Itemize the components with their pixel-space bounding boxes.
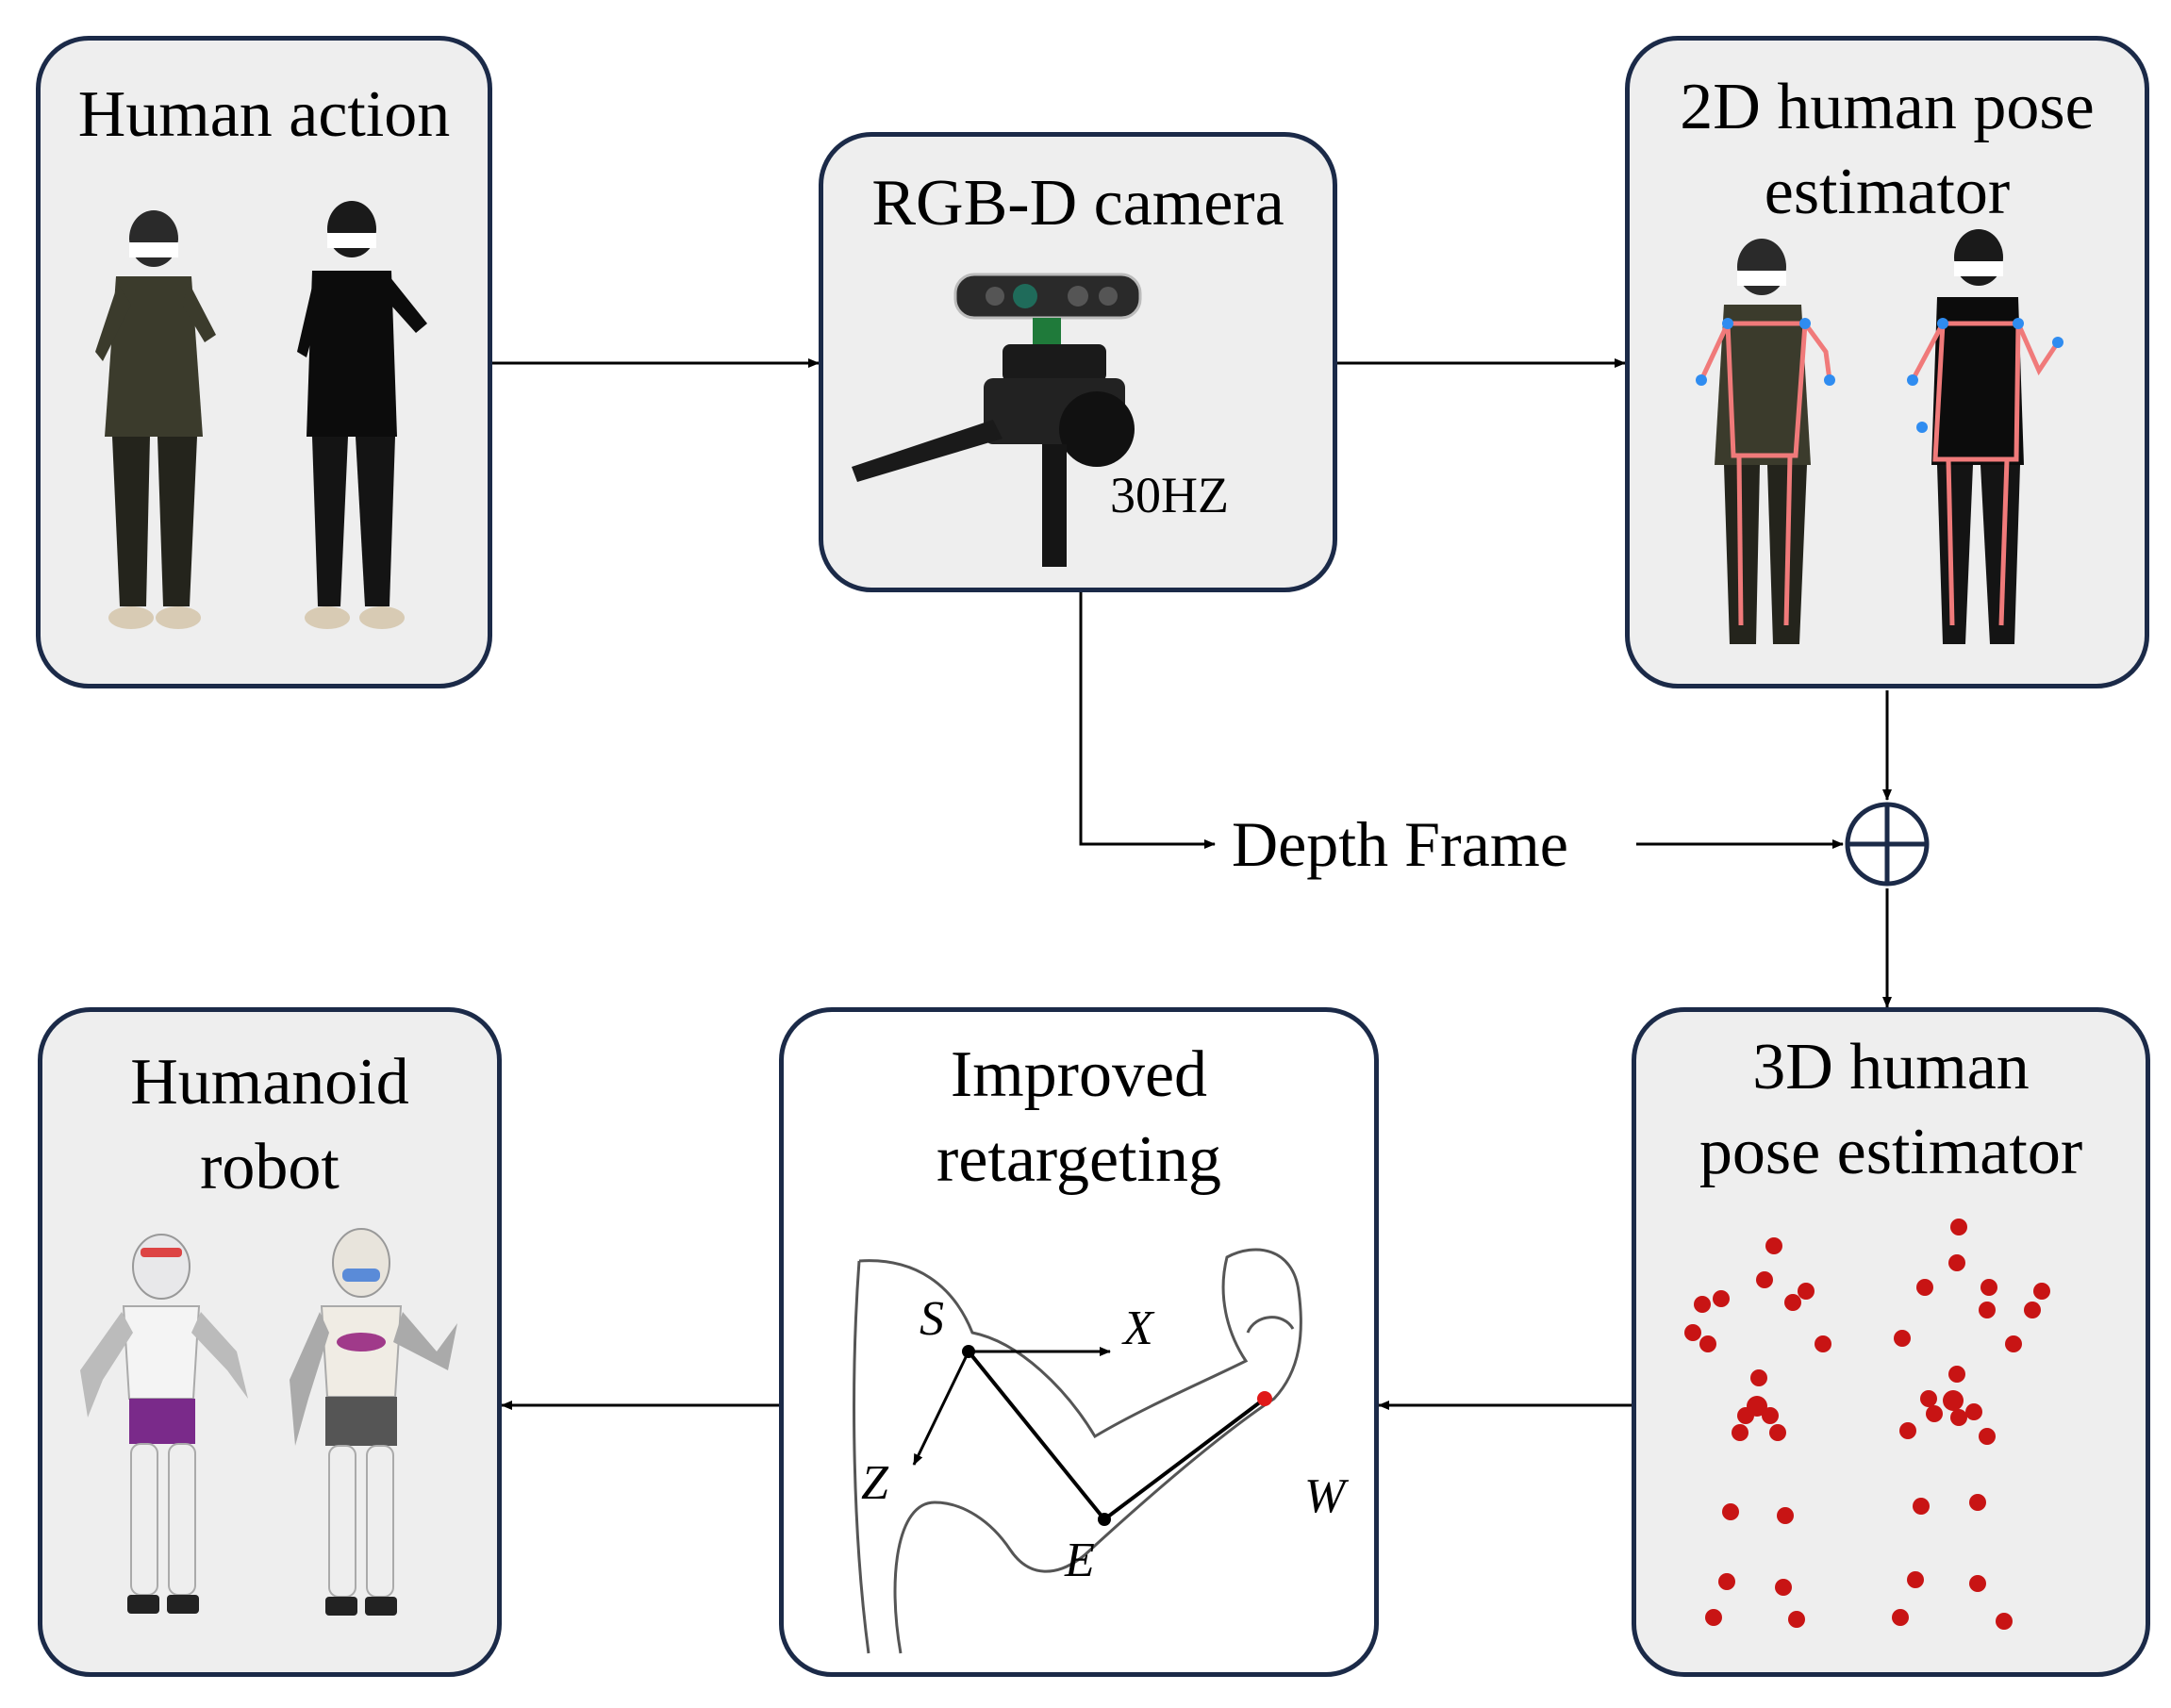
arrow-camera-to-depth — [1079, 592, 1216, 849]
person-right — [297, 201, 427, 629]
humanoid-robot-box: Humanoid robot — [38, 1007, 502, 1677]
arm-kinematics-diagram — [853, 1248, 1302, 1654]
robot-right — [290, 1228, 457, 1616]
z-axis-arrow — [912, 1351, 970, 1466]
pose-2d-box: 2D human pose estimator — [1625, 36, 2149, 688]
rgbd-camera-box: RGB-D camera 30HZ — [819, 132, 1337, 592]
pose-2d-title-line2: estimator — [1764, 156, 2011, 228]
pose-2d-illustration — [1696, 229, 2063, 644]
camera-tripod-illustration — [852, 273, 1142, 567]
person-right-with-skeleton — [1907, 229, 2063, 644]
joint-label-shoulder: S — [920, 1292, 944, 1346]
human-action-title: Human action — [77, 78, 451, 151]
depth-frame-label: Depth Frame — [1232, 808, 1568, 880]
joint-label-elbow: E — [1065, 1534, 1095, 1587]
humanoid-robot-title-line2: robot — [200, 1131, 340, 1203]
retargeting-box: Improved retargeting S X Z E W — [779, 1007, 1379, 1677]
person-left — [95, 210, 216, 629]
retargeting-title-line2: retargeting — [936, 1123, 1221, 1196]
joint-label-wrist: W — [1304, 1469, 1346, 1523]
humanoid-robots-illustration — [80, 1228, 457, 1616]
axis-label-z: Z — [861, 1456, 888, 1510]
pose-3d-point-cloud — [1684, 1219, 2050, 1630]
pose-2d-title-line1: 2D human pose — [1680, 71, 2095, 143]
robot-left — [80, 1234, 248, 1614]
pose-3d-title-line1: 3D human — [1752, 1031, 2030, 1103]
camera-rate-label: 30HZ — [1110, 467, 1229, 523]
retargeting-title-line1: Improved — [950, 1038, 1208, 1111]
rgbd-camera-title: RGB-D camera — [871, 167, 1284, 240]
person-left-with-skeleton — [1696, 239, 1835, 644]
depth-camera-icon — [953, 273, 1142, 320]
arm-outline-icon — [853, 1248, 1302, 1654]
pose-3d-title-line2: pose estimator — [1699, 1116, 2083, 1188]
human-figures-illustration — [95, 201, 427, 629]
humanoid-robot-title-line1: Humanoid — [130, 1046, 409, 1119]
arm-chain — [967, 1350, 1267, 1522]
pose-3d-box: 3D human pose estimator — [1632, 1007, 2150, 1677]
sum-operator-icon — [1845, 802, 1930, 887]
human-action-box: Human action — [36, 36, 492, 688]
tripod-icon — [852, 318, 1135, 567]
axis-label-x: X — [1123, 1302, 1153, 1355]
